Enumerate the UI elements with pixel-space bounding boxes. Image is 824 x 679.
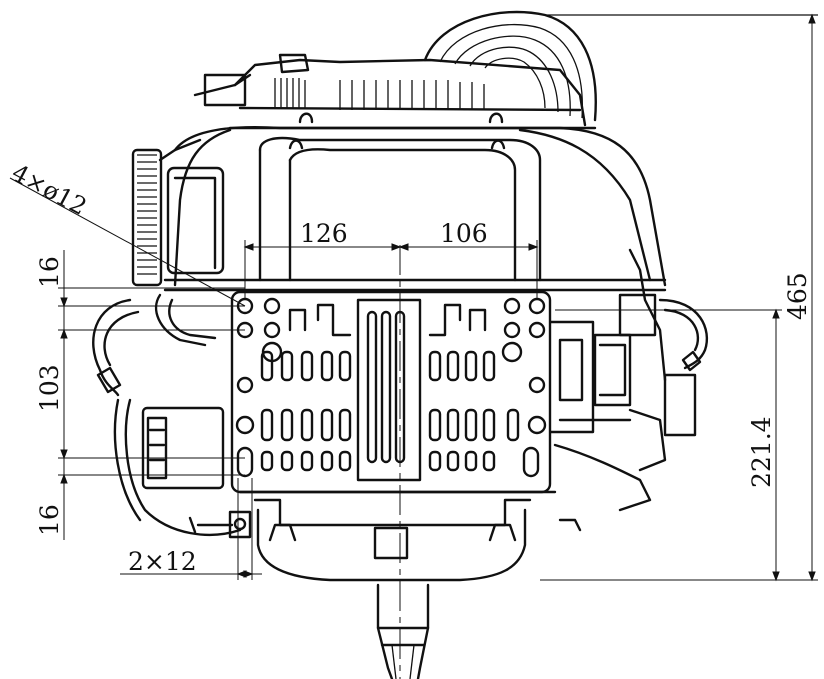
dimension-lines [9,13,818,582]
dim-top-offset: 16 [35,256,64,288]
mounting-holes [235,297,547,478]
top-fins [193,53,597,130]
right-components [546,293,697,512]
output-shaft [376,583,430,679]
oil-pan [188,490,582,582]
dim-mount-height: 221.4 [747,416,776,488]
dim-hole-spec: 4×ø12 [7,159,91,221]
hoses [92,248,709,397]
flywheel-grille [423,10,818,122]
dim-slot-spec: 2×12 [128,547,197,576]
left-components [113,398,242,536]
mounting-flange [230,290,552,494]
dim-right-spacing: 106 [440,219,488,248]
dim-left-spacing: 126 [300,219,348,248]
dim-vertical-spacing: 103 [35,364,64,412]
air-filter [131,148,225,287]
engine-shroud [158,112,667,292]
dim-bottom-offset: 16 [35,504,64,536]
dim-overall-height: 465 [783,272,812,320]
